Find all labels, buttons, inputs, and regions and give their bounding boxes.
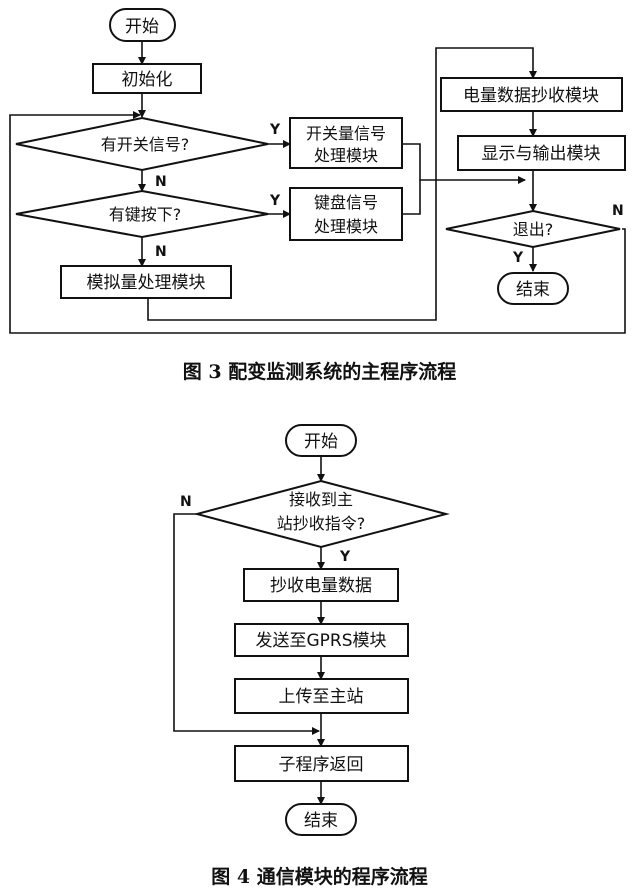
fig3-start-label: 开始 bbox=[125, 17, 159, 37]
fig4-read-energy-node: 抄收电量数据 bbox=[243, 568, 399, 602]
fig3-key-no-label: N bbox=[155, 244, 167, 260]
edge-analog-to-energy bbox=[147, 47, 537, 321]
fig4-receive-yes-label: Y bbox=[339, 549, 351, 565]
fig3-exit-decision: 退出? bbox=[445, 209, 621, 249]
fig3-key-yes-label: Y bbox=[269, 193, 281, 209]
fig4-send-gprs-node: 发送至GPRS模块 bbox=[234, 623, 409, 657]
fig3-exit-no-label: N bbox=[612, 203, 624, 219]
fig3-switch-yes-label: Y bbox=[269, 122, 281, 138]
fig4-edges bbox=[173, 456, 325, 805]
fig4-upload-node: 上传至主站 bbox=[234, 678, 409, 714]
edge-switch-module-merge bbox=[402, 143, 421, 180]
fig3-init-label: 初始化 bbox=[122, 70, 173, 90]
figure-4-caption: 图 4 通信模块的程序流程 bbox=[211, 866, 428, 888]
fig3-switch-no-label: N bbox=[155, 174, 167, 190]
fig3-switch-decision: 有开关信号? bbox=[15, 116, 269, 172]
fig3-switch-module-line2: 处理模块 bbox=[314, 146, 378, 165]
fig4-send-gprs-label: 发送至GPRS模块 bbox=[255, 631, 386, 651]
fig3-key-decision-label: 有键按下? bbox=[109, 205, 182, 224]
fig4-start-label: 开始 bbox=[304, 432, 338, 452]
edge-exit-no-loop bbox=[9, 111, 626, 334]
fig3-init-node: 初始化 bbox=[92, 63, 202, 94]
fig3-key-decision: 有键按下? bbox=[15, 189, 269, 239]
fig4-end-label: 结束 bbox=[304, 811, 338, 831]
figure-3: 开始 初始化 有开关信号? 开关量信号 处理模块 有键按下? 键盘信号 处理模块… bbox=[9, 8, 626, 334]
fig3-exit-yes-label: Y bbox=[512, 250, 524, 266]
fig3-analog-module: 模拟量处理模块 bbox=[60, 265, 232, 299]
fig3-display-output-label: 显示与输出模块 bbox=[482, 144, 601, 164]
fig3-end-label: 结束 bbox=[516, 280, 550, 300]
fig3-key-module-line2: 处理模块 bbox=[314, 217, 378, 236]
fig3-exit-decision-label: 退出? bbox=[513, 220, 554, 239]
fig4-receive-decision-line1: 接收到主 bbox=[289, 490, 353, 509]
fig4-receive-decision: 接收到主 站抄收指令? bbox=[193, 479, 450, 549]
figure-4: 开始 接收到主 站抄收指令? 抄收电量数据 发送至GPRS模块 上传至主站 子程… bbox=[173, 424, 450, 836]
fig3-switch-decision-label: 有开关信号? bbox=[101, 135, 190, 154]
edge-key-module-merge bbox=[402, 176, 526, 215]
edge4-decision-no bbox=[173, 513, 320, 735]
fig3-switch-module: 开关量信号 处理模块 bbox=[289, 117, 403, 169]
fig4-read-energy-label: 抄收电量数据 bbox=[270, 576, 372, 596]
fig4-upload-label: 上传至主站 bbox=[279, 687, 364, 707]
fig4-receive-decision-line2: 站抄收指令? bbox=[277, 514, 366, 533]
fig3-key-module: 键盘信号 处理模块 bbox=[289, 187, 403, 241]
fig3-energy-read-label: 电量数据抄收模块 bbox=[463, 86, 599, 106]
fig3-display-output-module: 显示与输出模块 bbox=[457, 135, 626, 171]
fig3-analog-module-label: 模拟量处理模块 bbox=[87, 273, 206, 293]
fig3-edges bbox=[9, 41, 626, 334]
fig4-return-label: 子程序返回 bbox=[279, 755, 364, 775]
figure-3-caption: 图 3 配变监测系统的主程序流程 bbox=[182, 361, 457, 383]
fig3-key-module-line1: 键盘信号 bbox=[314, 193, 378, 212]
fig4-end-node: 结束 bbox=[285, 803, 357, 836]
fig4-start-node: 开始 bbox=[285, 424, 357, 457]
fig3-start-node: 开始 bbox=[109, 8, 176, 42]
fig3-energy-read-module: 电量数据抄收模块 bbox=[440, 77, 623, 112]
fig4-return-node: 子程序返回 bbox=[234, 745, 409, 782]
fig3-end-node: 结束 bbox=[497, 272, 569, 305]
fig4-receive-no-label: N bbox=[180, 494, 192, 510]
fig3-switch-module-line1: 开关量信号 bbox=[306, 124, 386, 143]
